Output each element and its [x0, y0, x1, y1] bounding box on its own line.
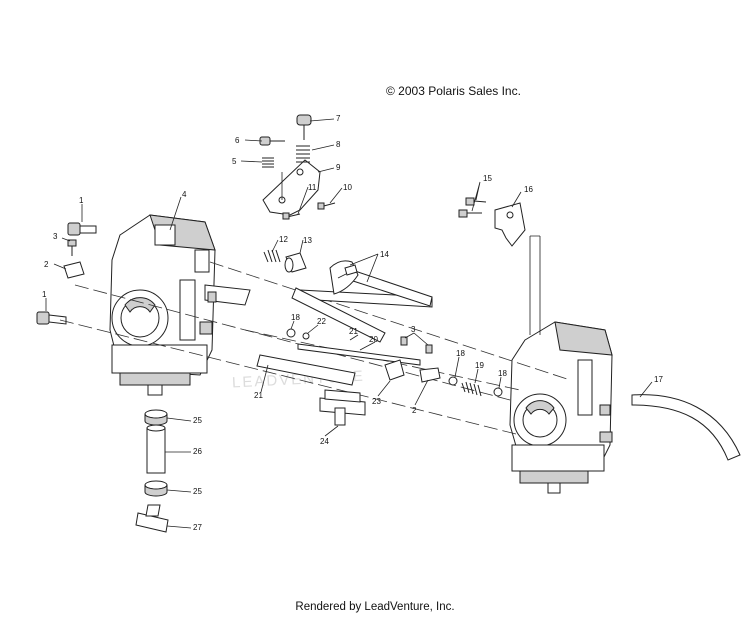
left-carburetor: [109, 214, 251, 396]
callout-6: 6: [235, 136, 240, 145]
callout-9: 9: [336, 163, 341, 172]
washer-18-center: [286, 328, 296, 338]
clamp-25-upper: [144, 409, 168, 426]
callout-1-upper: 1: [79, 196, 84, 205]
callout-2-left: 2: [44, 260, 49, 269]
callout-4: 4: [182, 190, 187, 199]
copyright-text: © 2003 Polaris Sales Inc.: [386, 84, 521, 98]
callout-11: 11: [308, 183, 317, 192]
callout-15: 15: [483, 174, 492, 183]
clamp-25-lower: [144, 480, 168, 497]
callout-20: 20: [369, 335, 378, 344]
callout-8: 8: [336, 140, 341, 149]
callout-27: 27: [193, 523, 202, 532]
collar-13: [284, 252, 307, 273]
callout-24: 24: [320, 437, 329, 446]
callout-2-center: 2: [412, 406, 417, 415]
bolt-1-upper: [67, 222, 97, 236]
clamp-23: [384, 359, 405, 381]
callout-22: 22: [317, 317, 326, 326]
callout-12: 12: [279, 235, 288, 244]
callout-numbers: 1 1 2 2 3 3 4 5 6 7 8 9 10 11 12 13 14 1…: [42, 114, 663, 532]
spring-19: [461, 381, 482, 397]
callout-13: 13: [303, 236, 312, 245]
callout-18-center: 18: [291, 313, 300, 322]
callout-21-lower: 21: [254, 391, 263, 400]
callout-21-upper: 21: [349, 327, 358, 336]
screw-3-center-a: [400, 336, 408, 346]
callout-5: 5: [232, 157, 237, 166]
clip-22: [302, 332, 310, 340]
spring-5: [262, 157, 274, 168]
washer-18-right-a: [448, 376, 458, 386]
callout-23: 23: [372, 397, 381, 406]
tee-fitting-24: [319, 389, 366, 426]
clamp-2-left: [63, 261, 85, 279]
screw-6: [259, 136, 285, 146]
bolt-7: [296, 114, 312, 126]
screw-3-center-b: [425, 344, 433, 354]
callout-18-right-b: 18: [498, 369, 507, 378]
footer-text: Rendered by LeadVenture, Inc.: [295, 601, 455, 613]
callout-26: 26: [193, 447, 202, 456]
callout-25-lower: 25: [193, 487, 202, 496]
callout-3-center: 3: [411, 325, 416, 334]
callout-14: 14: [380, 250, 389, 259]
right-carburetor: [509, 235, 613, 494]
clamp-2-center: [419, 367, 441, 383]
leader-lines: [45, 118, 653, 529]
callout-17: 17: [654, 375, 663, 384]
hose-26: [146, 424, 166, 474]
washer-18-right-b: [493, 387, 503, 397]
callout-7: 7: [336, 114, 341, 123]
callout-18-right-a: 18: [456, 349, 465, 358]
callout-25-upper: 25: [193, 416, 202, 425]
bolt-1-lower: [36, 311, 67, 325]
screw-3-left: [67, 239, 77, 256]
callout-3-left: 3: [53, 232, 58, 241]
spring-8: [296, 145, 310, 163]
fuel-hose-17: [631, 394, 741, 461]
tee-fitting-27: [135, 504, 169, 533]
callout-19: 19: [475, 361, 484, 370]
spring-12: [263, 249, 281, 263]
throttle-lever-14: [329, 260, 359, 295]
callout-10: 10: [343, 183, 352, 192]
long-tubes: [256, 269, 433, 386]
bracket-16: [494, 202, 526, 247]
screws-15: [458, 197, 487, 218]
callout-16: 16: [524, 185, 533, 194]
callout-1-lower: 1: [42, 290, 47, 299]
